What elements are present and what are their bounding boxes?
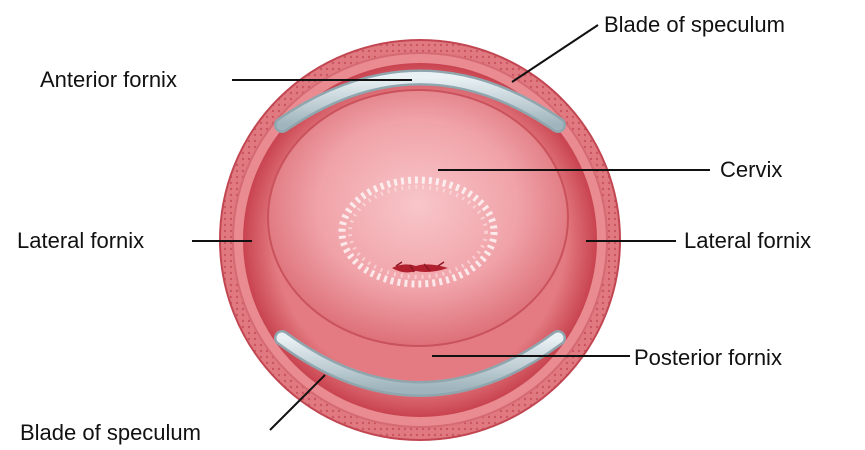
leader-blade-top — [512, 25, 598, 82]
cervix — [268, 90, 568, 346]
label-anterior-fornix: Anterior fornix — [40, 67, 177, 93]
label-lateral-fornix-right: Lateral fornix — [684, 228, 811, 254]
label-blade-top: Blade of speculum — [604, 12, 785, 38]
label-cervix: Cervix — [720, 157, 782, 183]
label-blade-bottom: Blade of speculum — [20, 420, 201, 446]
label-lateral-fornix-left: Lateral fornix — [17, 228, 144, 254]
label-posterior-fornix: Posterior fornix — [634, 345, 782, 371]
